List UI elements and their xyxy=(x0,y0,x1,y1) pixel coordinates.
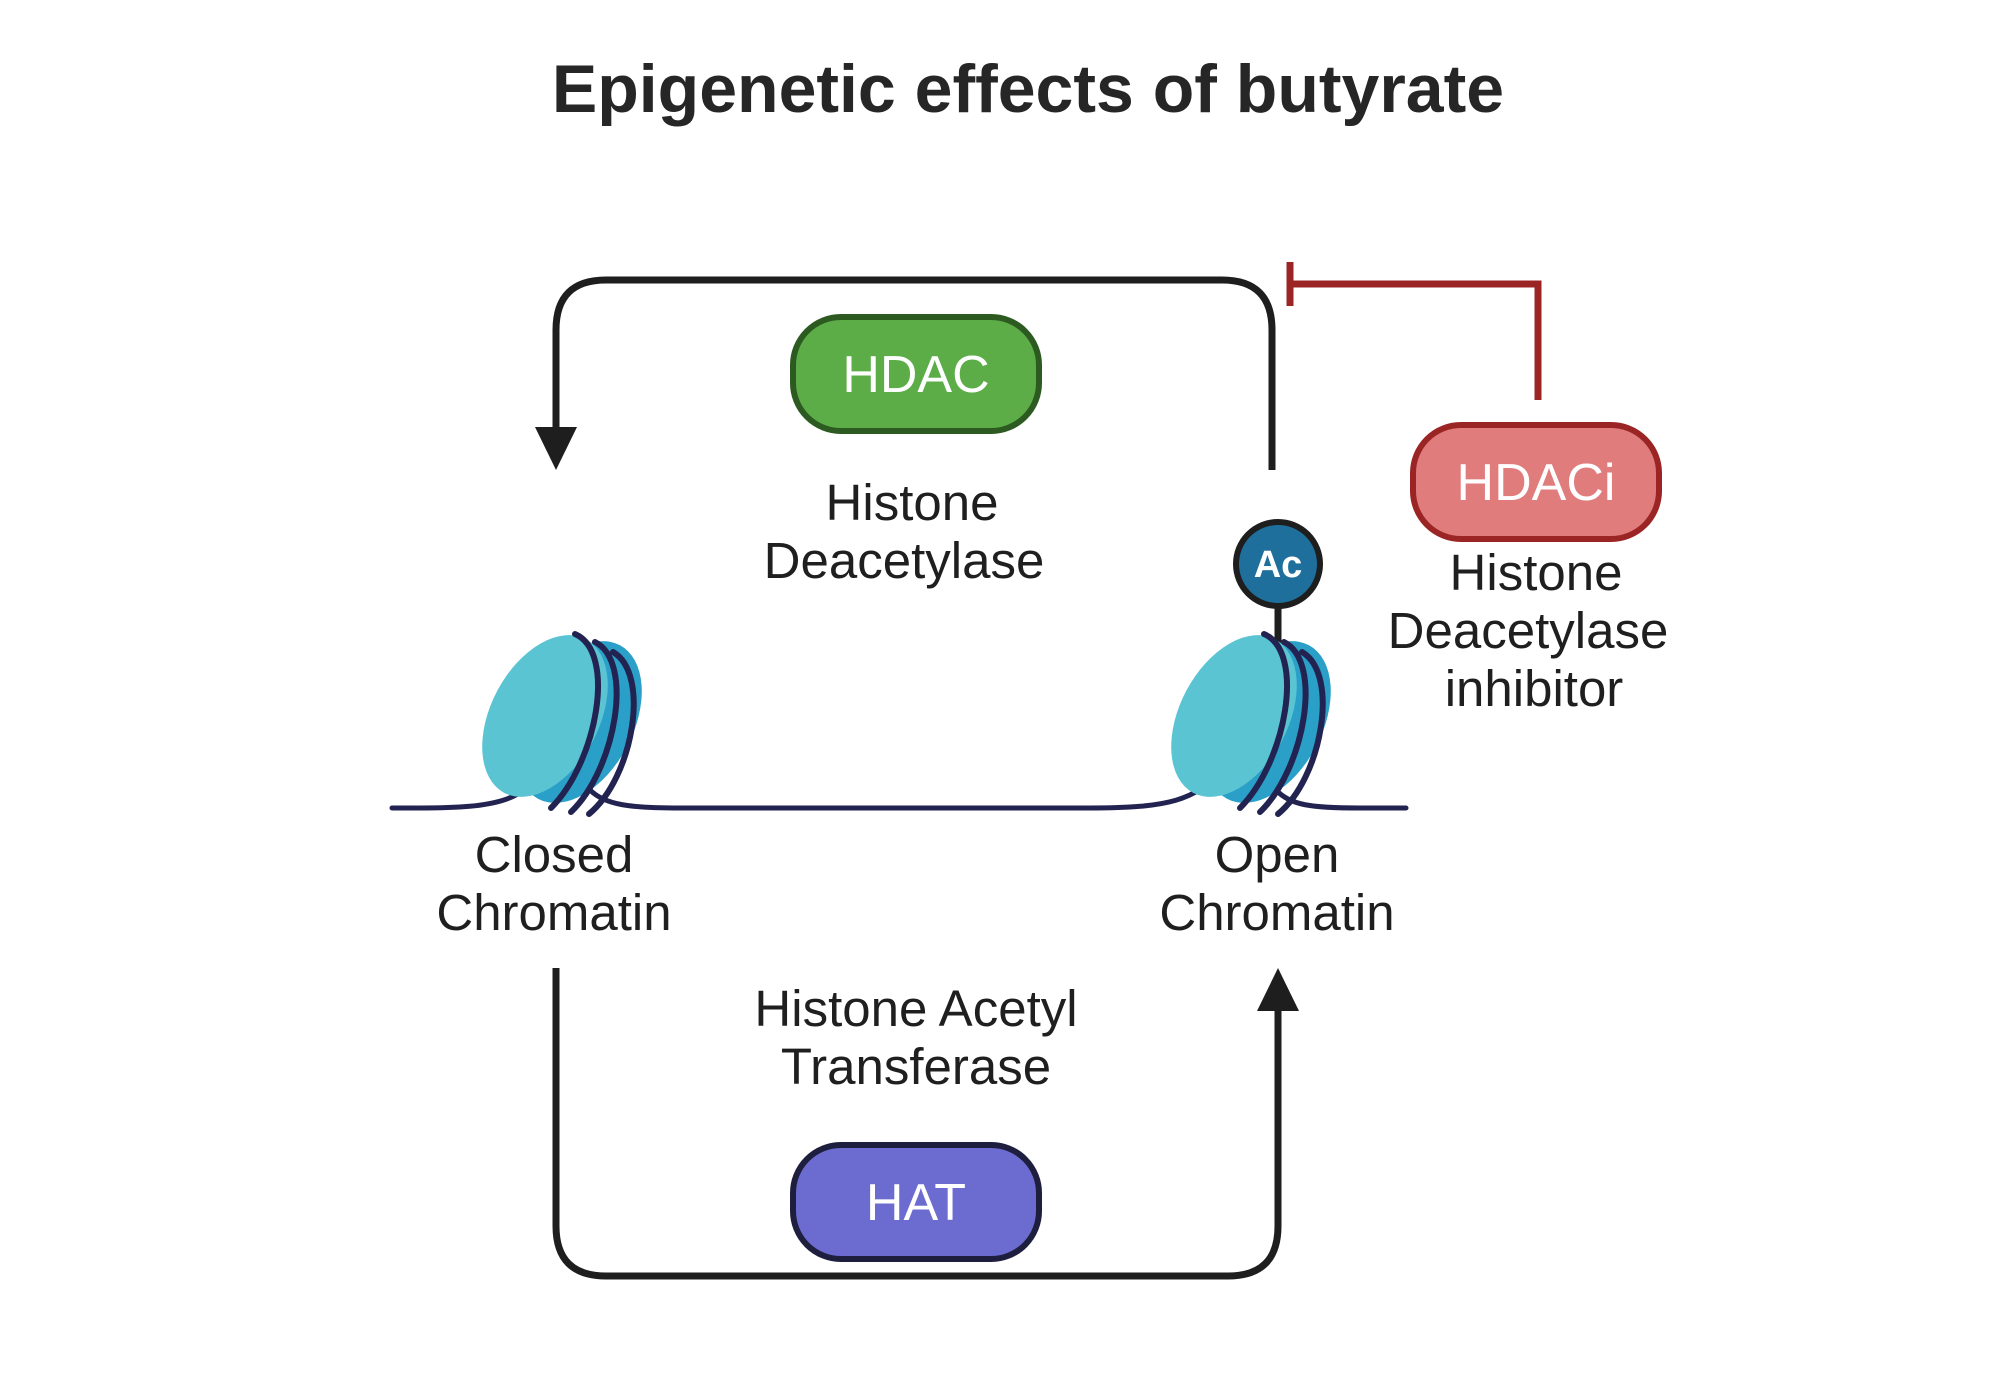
inhibition-line xyxy=(1290,280,1542,400)
hdac-pill xyxy=(790,314,1042,434)
diagram-title: Epigenetic effects of butyrate xyxy=(552,51,1504,127)
closed-nucleosome xyxy=(456,614,667,824)
acetyl-mark-circle xyxy=(1233,519,1323,609)
hat-arrowhead xyxy=(1257,968,1299,1011)
hat-name-line1: Histone Acetyl xyxy=(754,980,1077,1037)
open-chromatin-line2: Chromatin xyxy=(1159,884,1394,941)
hdac-arrowhead xyxy=(535,427,577,470)
hdaci-pill xyxy=(1410,422,1662,542)
acetyl-mark-label: Ac xyxy=(1254,544,1303,586)
hdaci-name-line1: Histone xyxy=(1450,544,1623,601)
hdac-pill-label: HDAC xyxy=(842,346,989,404)
open-chromatin-line1: Open xyxy=(1215,826,1340,883)
hdac-arrow-path xyxy=(552,276,1276,470)
hdaci-name-line3: inhibitor xyxy=(1445,660,1624,717)
hdaci-name-line2: Deacetylase xyxy=(1388,602,1669,659)
hat-arrow-path xyxy=(552,968,1282,1280)
hat-pill xyxy=(790,1142,1042,1262)
closed-chromatin-line2: Chromatin xyxy=(436,884,671,941)
open-nucleosome xyxy=(1145,614,1356,824)
hat-pill-label: HAT xyxy=(866,1174,966,1232)
hdac-name-line1: Histone xyxy=(826,474,999,531)
hdaci-pill-label: HDACi xyxy=(1457,454,1616,512)
hdac-name-line2: Deacetylase xyxy=(764,532,1045,589)
closed-chromatin-line1: Closed xyxy=(475,826,634,883)
hat-name-line2: Transferase xyxy=(781,1038,1051,1095)
